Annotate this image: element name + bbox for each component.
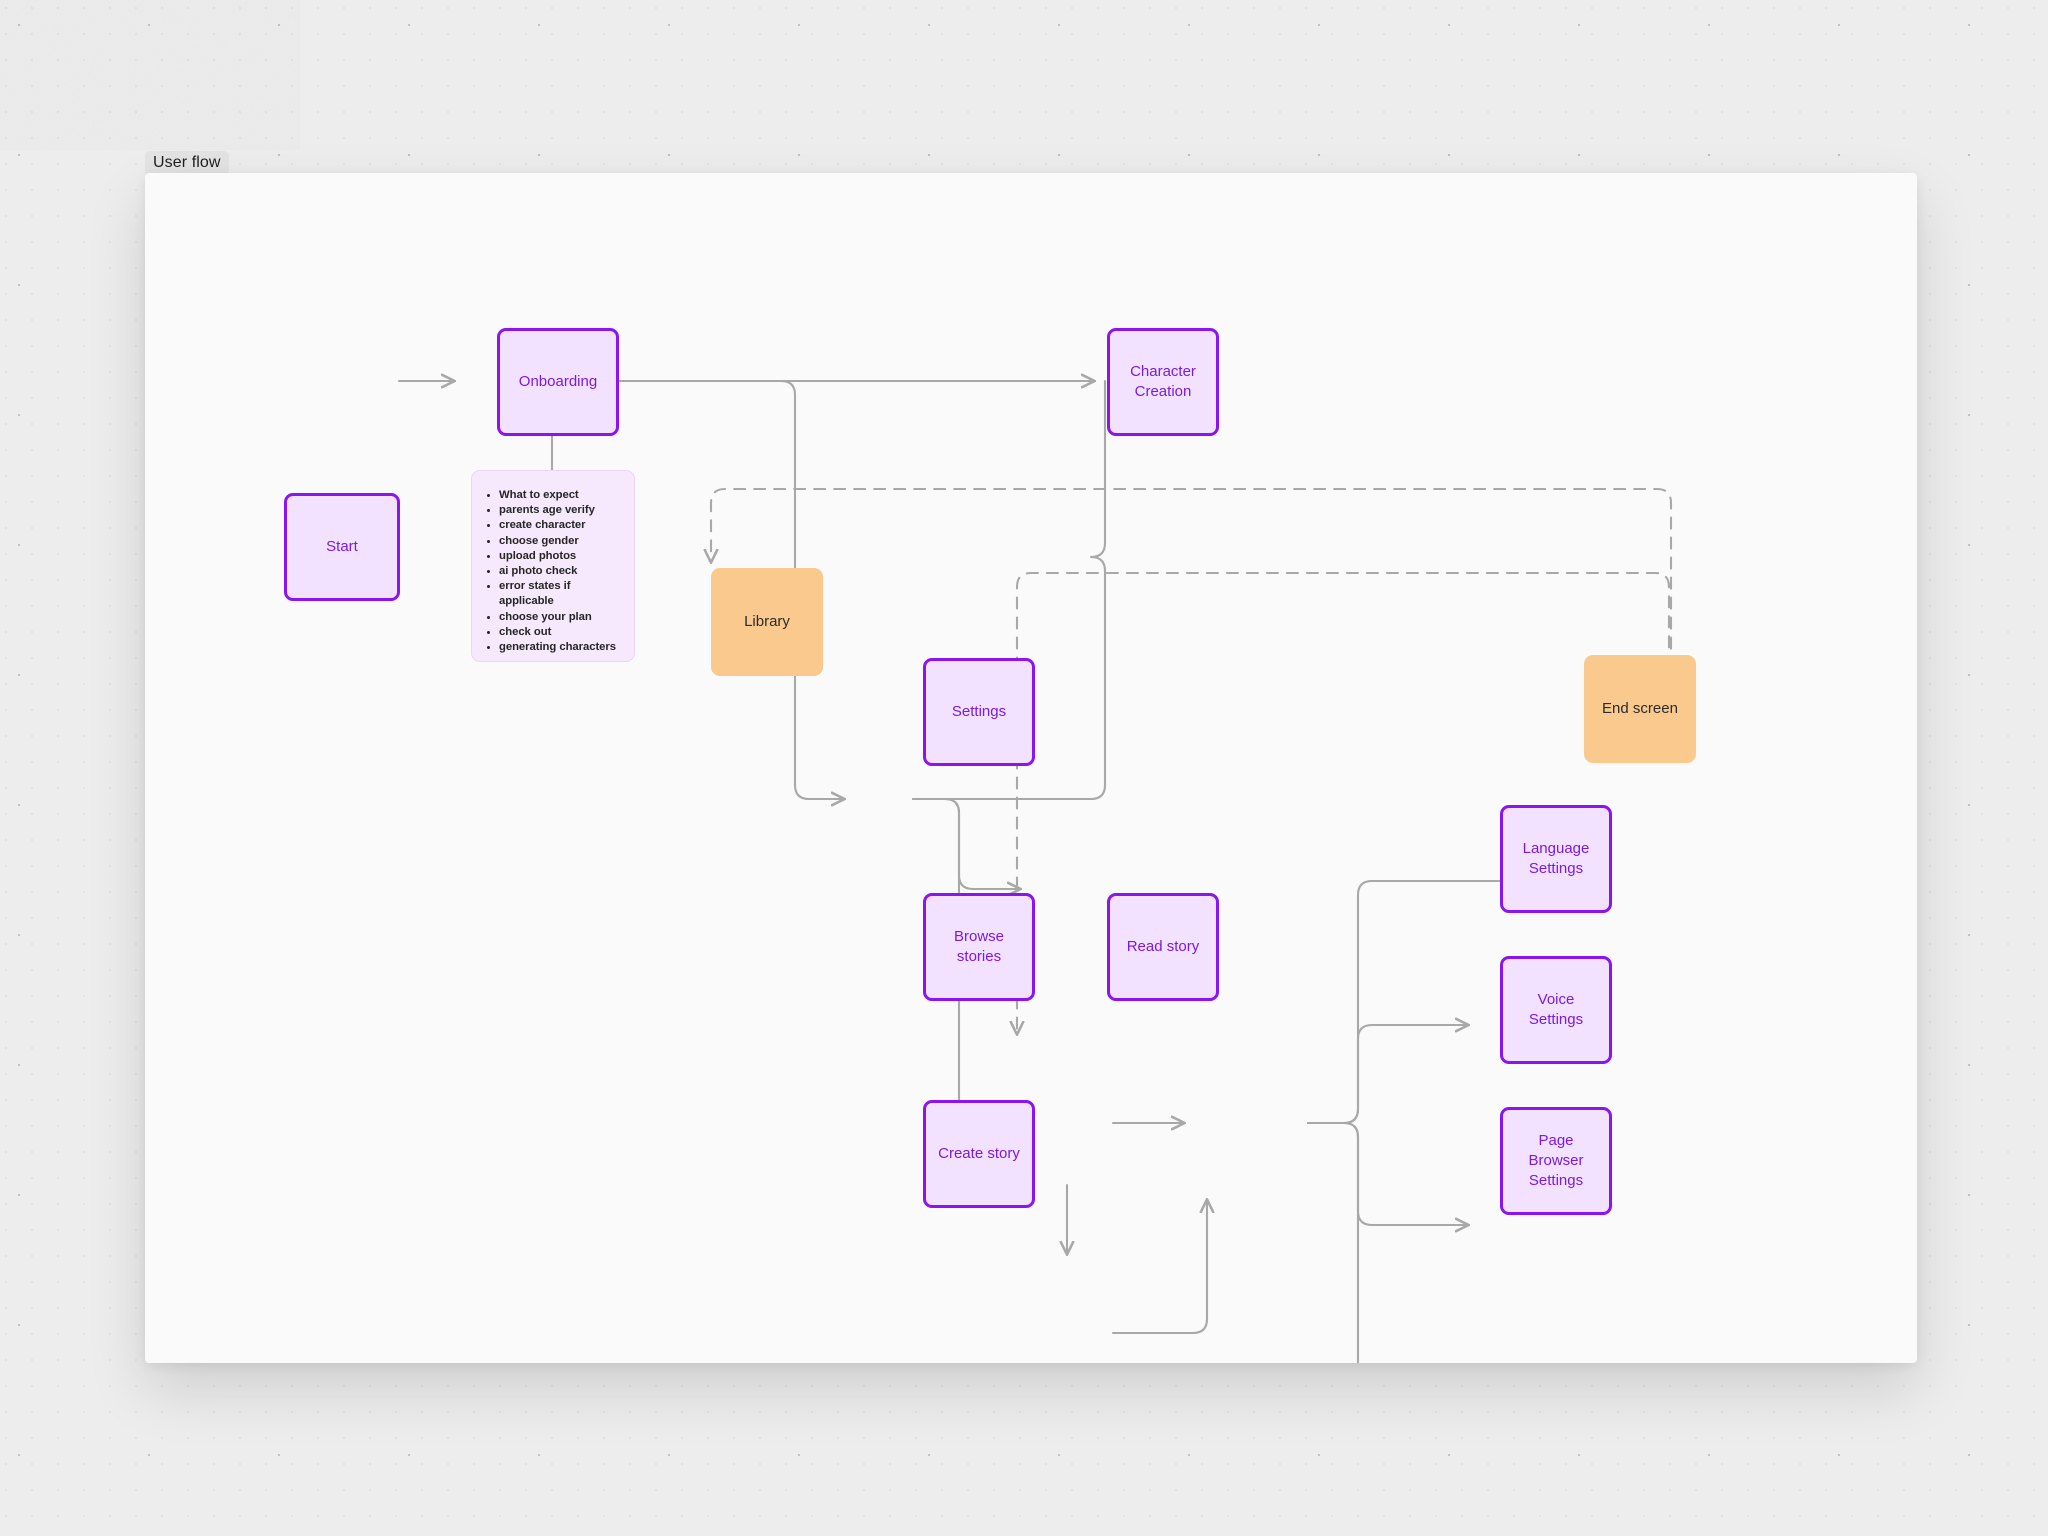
node-page-browser-settings-label: Page Browser Settings — [1528, 1132, 1584, 1189]
node-library[interactable]: Library — [711, 568, 823, 676]
note-item: error states if applicable — [499, 579, 624, 609]
node-create-story[interactable]: Create story — [923, 1100, 1035, 1208]
node-voice-settings[interactable]: Voice Settings — [1500, 956, 1612, 1064]
canvas-grain-texture — [0, 0, 300, 150]
frame-label[interactable]: User flow — [145, 151, 229, 176]
note-item: choose gender — [499, 534, 624, 549]
node-page-browser-settings[interactable]: Page Browser Settings — [1500, 1107, 1612, 1215]
node-browse-stories[interactable]: Browse stories — [923, 893, 1035, 1001]
node-settings-label: Settings — [951, 703, 1007, 721]
note-item: ai photo check — [499, 564, 624, 579]
node-onboarding-label: Onboarding — [518, 373, 598, 391]
node-create-story-label: Create story — [938, 1145, 1020, 1163]
node-settings[interactable]: Settings — [923, 658, 1035, 766]
note-item: create character — [499, 518, 624, 533]
note-item: upload photos — [499, 549, 624, 564]
node-start[interactable]: Start — [284, 493, 400, 601]
note-item: generating characters — [499, 640, 624, 655]
node-character-creation[interactable]: Character Creation — [1107, 328, 1219, 436]
note-item: choose your plan — [499, 610, 624, 625]
note-item: What to expect — [499, 488, 624, 503]
note-item: check out — [499, 625, 624, 640]
node-voice-settings-label: Voice Settings — [1528, 991, 1584, 1028]
node-start-label: Start — [326, 538, 358, 556]
node-language-settings[interactable]: Language Settings — [1500, 805, 1612, 913]
node-read-story-label: Read story — [1126, 938, 1200, 956]
node-onboarding[interactable]: Onboarding — [497, 328, 619, 436]
node-end-screen-label: End screen — [1602, 700, 1678, 718]
note-item: parents age verify — [499, 503, 624, 518]
node-character-creation-label: Character Creation — [1130, 363, 1196, 400]
note-onboarding-steps[interactable]: What to expect parents age verify create… — [471, 470, 635, 662]
node-language-settings-label: Language Settings — [1522, 840, 1590, 877]
note-list: What to expect parents age verify create… — [486, 488, 624, 655]
node-library-label: Library — [744, 613, 790, 631]
node-read-story[interactable]: Read story — [1107, 893, 1219, 1001]
node-browse-stories-label: Browse stories — [953, 928, 1005, 965]
node-end-screen[interactable]: End screen — [1584, 655, 1696, 763]
